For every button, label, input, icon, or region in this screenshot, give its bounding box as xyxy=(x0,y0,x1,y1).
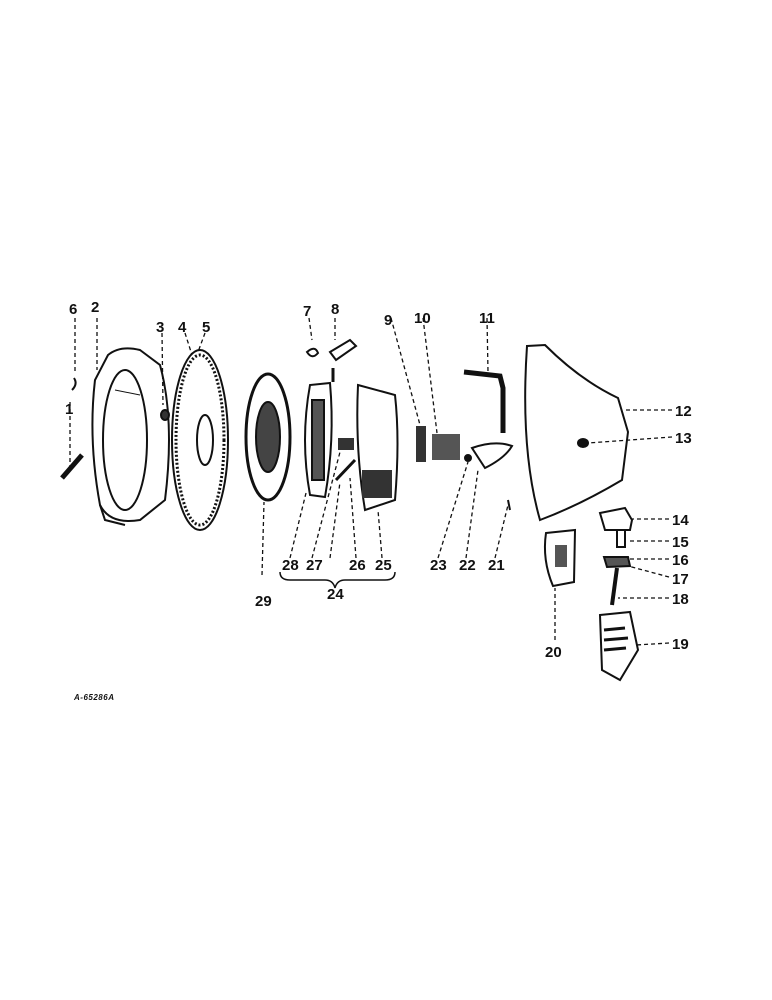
callout-12: 12 xyxy=(675,403,692,420)
callout-3: 3 xyxy=(156,319,165,336)
callout-29: 29 xyxy=(255,593,272,610)
clutch-disk xyxy=(244,372,292,502)
flywheel xyxy=(171,349,229,531)
callout-16: 16 xyxy=(672,552,689,569)
callout-7: 7 xyxy=(303,303,312,320)
callout-22: 22 xyxy=(459,557,476,574)
callout-2: 2 xyxy=(91,299,100,316)
pressure-plate xyxy=(304,381,333,499)
callout-24: 24 xyxy=(327,586,344,603)
reference-code: A-65286A xyxy=(74,693,115,702)
callout-8: 8 xyxy=(331,301,340,318)
callout-27: 27 xyxy=(306,557,323,574)
callout-17: 17 xyxy=(672,571,689,588)
callout-13: 13 xyxy=(675,430,692,447)
callout-9: 9 xyxy=(384,312,393,329)
group-brace xyxy=(279,571,396,589)
callout-18: 18 xyxy=(672,591,689,608)
callout-20: 20 xyxy=(545,644,562,661)
callout-1: 1 xyxy=(65,401,74,418)
callout-11: 11 xyxy=(479,310,495,327)
callout-25: 25 xyxy=(375,557,392,574)
callout-19: 19 xyxy=(672,636,689,653)
callout-15: 15 xyxy=(672,534,689,551)
callout-28: 28 xyxy=(282,557,299,574)
callout-10: 10 xyxy=(414,310,431,327)
callout-6: 6 xyxy=(69,301,78,318)
callout-26: 26 xyxy=(349,557,366,574)
clutch-housing xyxy=(524,343,630,522)
leader-lines xyxy=(69,317,673,646)
callout-14: 14 xyxy=(672,512,689,529)
callout-5: 5 xyxy=(202,319,211,336)
flywheel-housing xyxy=(91,347,170,526)
clutch-cover xyxy=(356,383,399,512)
callout-23: 23 xyxy=(430,557,447,574)
callout-21: 21 xyxy=(488,557,505,574)
callout-4: 4 xyxy=(178,319,187,336)
